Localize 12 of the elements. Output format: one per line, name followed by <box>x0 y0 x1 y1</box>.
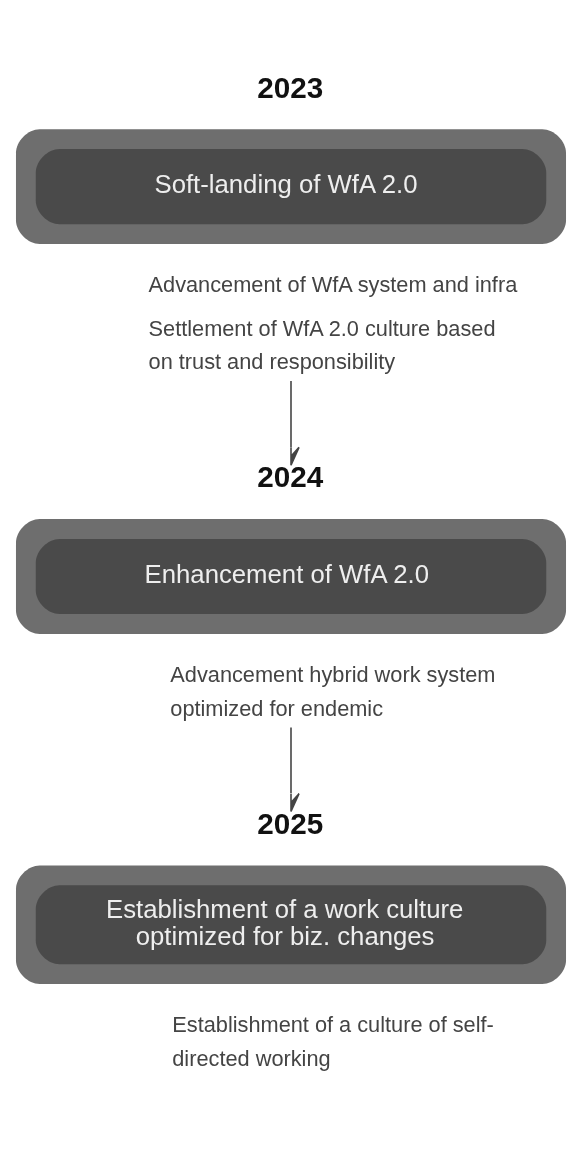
node-label: Settlement of WfA 2.0 culture based on trust and responsibility <box>148 315 496 374</box>
node-label: Establishment of a culture of self-directed working <box>172 1011 494 1071</box>
node-box: Soft-landing of WfA 2.0 <box>15 128 567 244</box>
node-label: 2024 <box>257 459 324 493</box>
node-label: 2023 <box>257 70 324 104</box>
node-label: 2025 <box>257 806 324 840</box>
node-label: Advancement hybrid work system optimized for endemic <box>170 661 496 721</box>
arrow <box>290 726 300 812</box>
node-box: Establishment of a work culture optimized for biz. changes <box>15 864 567 984</box>
arrow <box>290 379 300 466</box>
node-box: Enhancement of WfA 2.0 <box>15 518 567 634</box>
node-label: Advancement of WfA system and infra <box>148 271 518 297</box>
